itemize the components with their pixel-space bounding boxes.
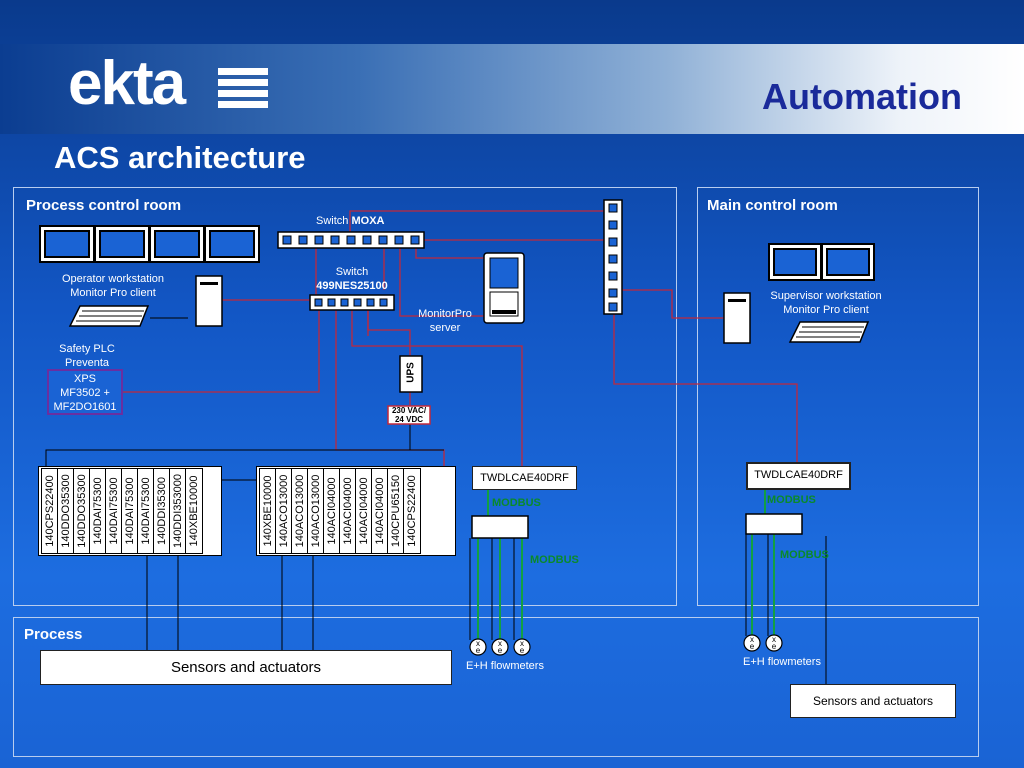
- operator-workstation-label: Operator workstation Monitor Pro client: [61, 273, 165, 299]
- twdl-right: TWDLCAE40DRF: [746, 462, 851, 490]
- monitorpro-server: [483, 252, 525, 324]
- svg-text:e: e: [772, 642, 777, 651]
- xps-box: [47, 369, 123, 415]
- switch-moxa-label: Switch MOXA: [316, 215, 385, 227]
- xps-label: XPS MF3502 + MF2DO1601: [53, 373, 117, 413]
- rack-module-label: 140DDI353000: [172, 473, 184, 549]
- section-title: Automation: [762, 76, 962, 117]
- rack-module-label: 140DDI35300: [156, 477, 168, 545]
- main-control-room-title: Main control room: [707, 197, 838, 214]
- modbus-gateway-right: [745, 513, 803, 535]
- switch-499nes: [309, 294, 395, 311]
- ektac-logo: ekta: [68, 49, 278, 123]
- modbus-label-right-1: MODBUS: [767, 494, 816, 506]
- monitorpro-server-label: MonitorPro server: [418, 308, 472, 334]
- rack-module-label: 140XBE10000: [188, 475, 200, 547]
- rack-module-label: 140DAI75300: [108, 477, 120, 545]
- modbus-label-left-1: MODBUS: [492, 497, 541, 509]
- moxa-switch: [277, 231, 425, 249]
- rack-module-label: 140CPU65150: [390, 474, 402, 548]
- rack-module-label: 140ACO13000: [294, 474, 306, 548]
- svg-text:e: e: [476, 646, 481, 655]
- svg-text:x: x: [772, 635, 776, 644]
- rack-module-label: 140CPS22400: [406, 475, 418, 547]
- vertical-hub: [603, 199, 623, 315]
- process-control-room-title: Process control room: [26, 197, 182, 214]
- svg-text:e: e: [498, 646, 503, 655]
- sensors-actuators-right: Sensors and actuators: [790, 684, 956, 718]
- flowmeters-left-label: E+H flowmeters: [466, 660, 544, 672]
- rack-module-label: 140ACI04000: [326, 477, 338, 545]
- modbus-gateway-left: [471, 515, 529, 539]
- rack-module: 140CPS22400: [403, 468, 421, 554]
- process-control-room-panel: [13, 187, 677, 606]
- rack-module-label: 140ACI04000: [374, 477, 386, 545]
- supervisor-tower: [723, 292, 751, 344]
- ups-label: UPS: [405, 362, 417, 383]
- rack-module-label: 140DAI75300: [140, 477, 152, 545]
- svg-text:e: e: [520, 646, 525, 655]
- flowmeter-icons: [469, 634, 783, 656]
- rack-module-label: 140ACI04000: [358, 477, 370, 545]
- rack-module-label: 140CPS22400: [44, 475, 56, 547]
- svg-text:x: x: [750, 635, 754, 644]
- svg-text:ekta: ekta: [68, 52, 187, 112]
- switch-2-label: Switch 499NES25100: [316, 266, 388, 292]
- psu-label: 230 VAC/ 24 VDC: [391, 406, 427, 424]
- page-title: ACS architecture: [54, 140, 306, 175]
- svg-text:x: x: [520, 639, 524, 648]
- modbus-label-left-2: MODBUS: [530, 554, 579, 566]
- operator-keyboard: [68, 305, 150, 327]
- rack-module-label: 140ACO13000: [310, 474, 322, 548]
- supervisor-workstation-label: Supervisor workstation Monitor Pro clien…: [770, 290, 882, 316]
- sensors-actuators-left: Sensors and actuators: [40, 650, 452, 685]
- safety-plc-label: Safety PLC Preventa: [59, 343, 115, 369]
- supervisor-monitors: [768, 243, 875, 281]
- rack-2: 140XBE10000 140ACO13000 140ACO13000 140ACO1…: [256, 466, 456, 556]
- svg-text:e: e: [750, 642, 755, 651]
- psu-box: [387, 405, 431, 425]
- rack-module-label: 140ACI04000: [342, 477, 354, 545]
- operator-monitors: [39, 225, 260, 263]
- ups-box: [399, 355, 423, 393]
- rack-module-label: 140ACO13000: [278, 474, 290, 548]
- operator-tower: [195, 275, 223, 327]
- rack-module-label: 140DDO35300: [60, 474, 72, 548]
- process-title: Process: [24, 626, 83, 643]
- rack-module-label: 140DAI75300: [124, 477, 136, 545]
- rack-module-label: 140DDO35300: [76, 474, 88, 548]
- rack-module-label: 140DAI75300: [92, 477, 104, 545]
- main-control-room-panel: [697, 187, 979, 606]
- flowmeters-right-label: E+H flowmeters: [743, 656, 821, 668]
- rack-module: 140XBE10000: [185, 468, 203, 554]
- supervisor-keyboard: [788, 321, 870, 343]
- process-panel: [13, 617, 979, 757]
- rack-1: 140CPS22400 140DDO35300 140DDO35300 140DAI7…: [38, 466, 222, 556]
- twdl-left: TWDLCAE40DRF: [472, 466, 577, 490]
- rack-module-label: 140XBE10000: [262, 475, 274, 547]
- header-band: [0, 44, 1024, 134]
- svg-text:x: x: [498, 639, 502, 648]
- modbus-label-right-2: MODBUS: [780, 549, 829, 561]
- svg-text:x: x: [476, 639, 480, 648]
